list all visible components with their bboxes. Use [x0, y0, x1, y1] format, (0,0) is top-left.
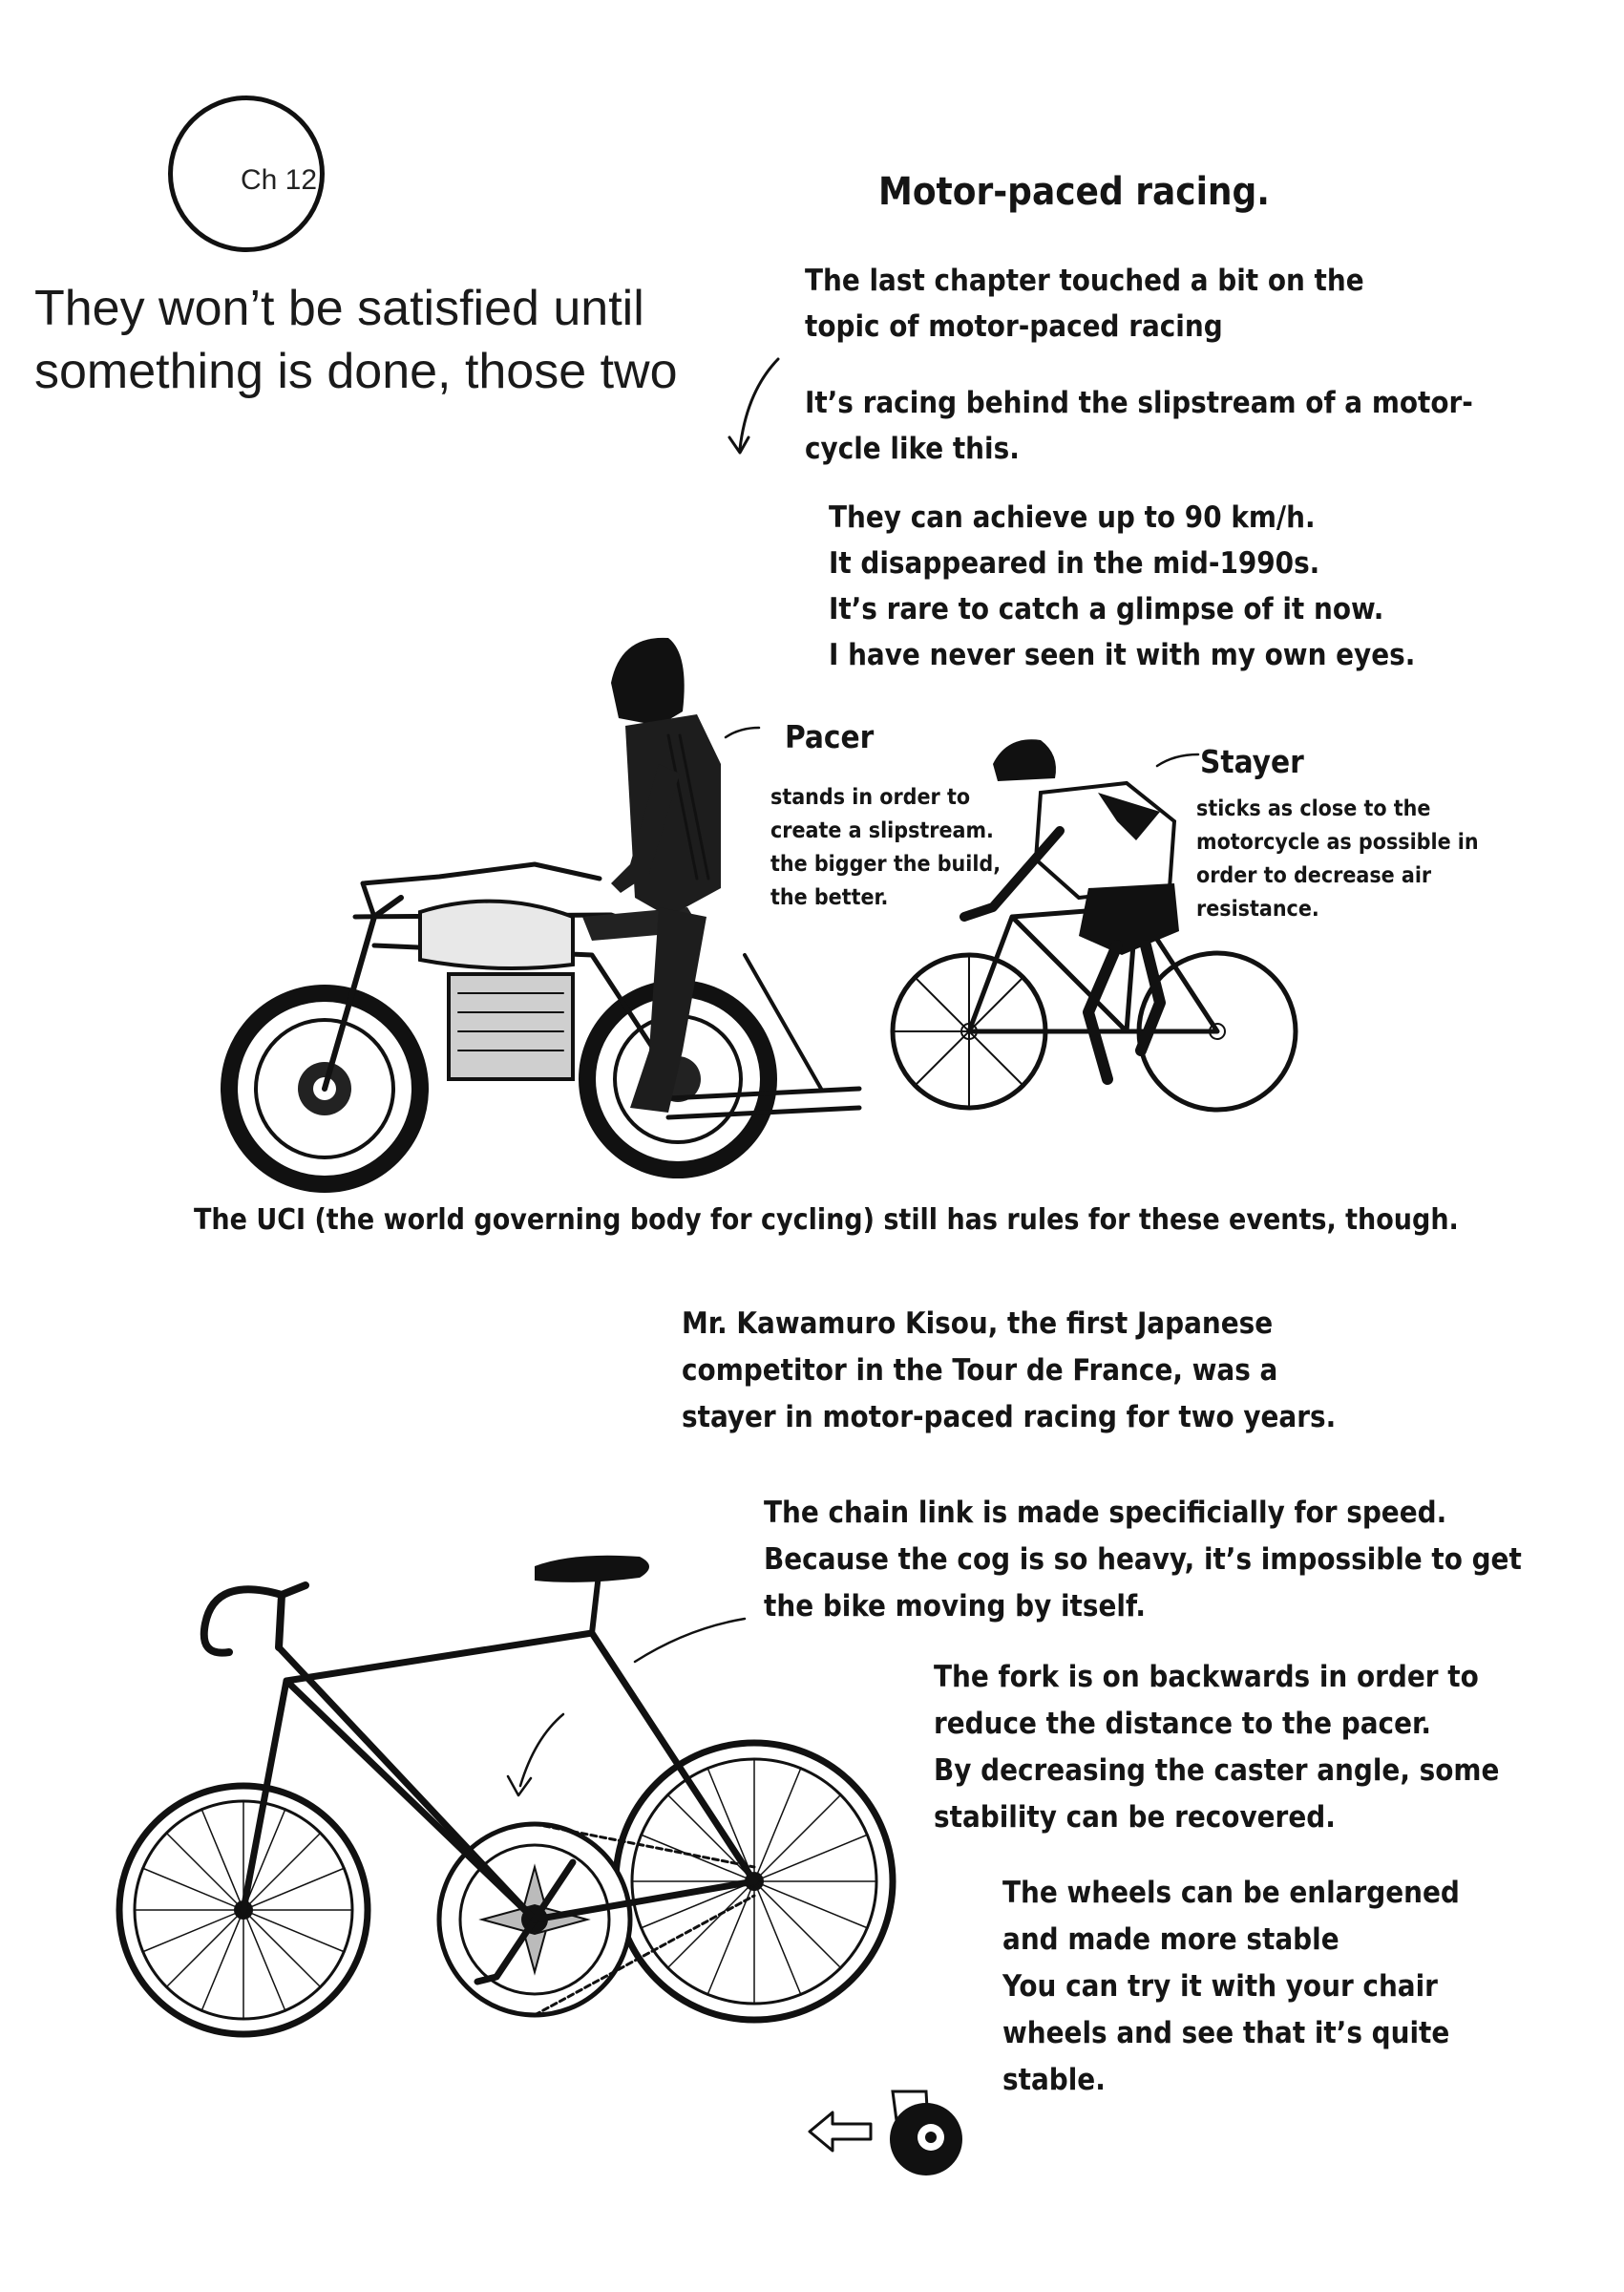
motorcycle-icon	[221, 861, 862, 1193]
stayer-description: sticks as close to the motorcycle as pos…	[1196, 793, 1479, 926]
wheels-line: and made more stable	[1002, 1922, 1339, 1957]
fact-line: It’s rare to catch a glimpse of it now.	[829, 592, 1384, 626]
chair-wheel-icon	[890, 2090, 962, 2175]
fork-line: The fork is on backwards in order to	[934, 1660, 1479, 1694]
chain-line: the bike moving by itself.	[764, 1589, 1146, 1624]
fact-line: It disappeared in the mid-1990s.	[829, 546, 1320, 581]
fork-paragraph: The fork is on backwards in order to red…	[934, 1654, 1499, 1841]
intro-paragraph: The last chapter touched a bit on the to…	[805, 258, 1364, 350]
stayer-label: Stayer	[1200, 743, 1304, 780]
fact-line: They can achieve up to 90 km/h.	[829, 500, 1316, 535]
intro-line: It’s racing behind the slipstream of a m…	[805, 386, 1473, 420]
uci-note: The UCI (the world governing body for cy…	[194, 1203, 1459, 1237]
stayer-line: motorcycle as possible in	[1196, 830, 1479, 855]
pacer-description: stands in order to create a slipstream. …	[770, 781, 1001, 915]
intro-paragraph: It’s racing behind the slipstream of a m…	[805, 380, 1473, 472]
stayer-line: order to decrease air	[1196, 863, 1432, 888]
pacer-line: create a slipstream.	[770, 818, 994, 843]
left-arrow-icon	[808, 2111, 873, 2153]
stayer-cyclist-icon	[890, 739, 1298, 1113]
pacer-label: Pacer	[785, 718, 875, 755]
curved-arrow-icon	[728, 357, 780, 455]
facts-paragraph: They can achieve up to 90 km/h. It disap…	[829, 495, 1415, 678]
chain-paragraph: The chain link is made specificially for…	[764, 1490, 1522, 1630]
kawamuro-line: stayer in motor-paced racing for two yea…	[682, 1400, 1337, 1434]
kawamuro-line: Mr. Kawamuro Kisou, the first Japanese	[682, 1306, 1274, 1341]
chain-line: The chain link is made specificially for…	[764, 1496, 1447, 1530]
subtitle-line: They won’t be satisfied until	[34, 281, 644, 336]
wheels-line: wheels and see that it’s quite	[1002, 2016, 1450, 2050]
page-title: Motor-paced racing.	[878, 170, 1270, 214]
pacer-line: the bigger the build,	[770, 852, 1002, 877]
fact-line: I have never seen it with my own eyes.	[829, 638, 1416, 672]
subtitle-line: something is done, those two	[34, 344, 678, 399]
fork-line: stability can be recovered.	[934, 1800, 1336, 1835]
kawamuro-paragraph: Mr. Kawamuro Kisou, the first Japanese c…	[682, 1301, 1336, 1441]
stayer-line: sticks as close to the	[1196, 796, 1431, 821]
chapter-label: Ch 12	[241, 164, 318, 196]
stayer-line: resistance.	[1196, 897, 1319, 922]
pacer-line: the better.	[770, 885, 889, 910]
intro-line: topic of motor-paced racing	[805, 309, 1223, 344]
chain-line: Because the cog is so heavy, it’s imposs…	[764, 1542, 1522, 1577]
kawamuro-line: competitor in the Tour de France, was a	[682, 1353, 1278, 1388]
pacer-line: stands in order to	[770, 785, 971, 810]
intro-line: cycle like this.	[805, 432, 1020, 466]
intro-line: The last chapter touched a bit on the	[805, 264, 1364, 298]
chapter-subtitle: They won’t be satisfied until something …	[34, 277, 678, 403]
chapter-badge	[168, 96, 325, 252]
track-bicycle-icon	[116, 1555, 896, 2038]
fork-line: By decreasing the caster angle, some	[934, 1753, 1500, 1788]
wheels-paragraph: The wheels can be enlargened and made mo…	[1002, 1870, 1460, 2104]
fork-line: reduce the distance to the pacer.	[934, 1707, 1431, 1741]
wheels-line: The wheels can be enlargened	[1002, 1876, 1460, 1910]
pacer-rider-icon	[611, 637, 721, 1113]
wheels-line: stable.	[1002, 2063, 1106, 2097]
wheels-line: You can try it with your chair	[1002, 1969, 1438, 2004]
